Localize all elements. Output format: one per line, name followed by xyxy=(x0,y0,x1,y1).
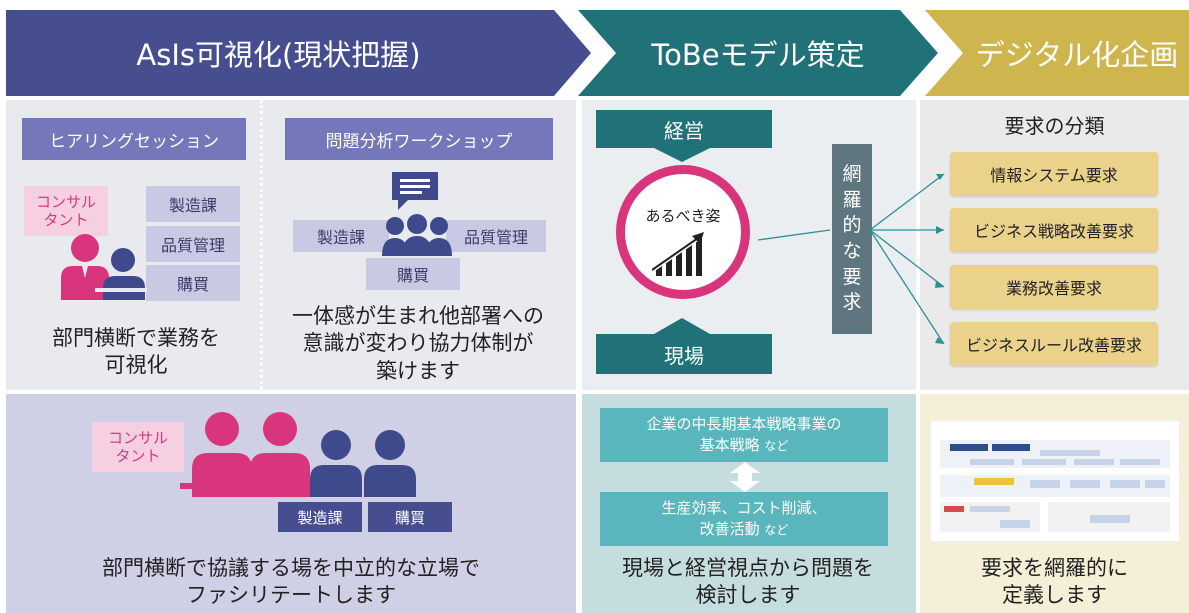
group-people-icon xyxy=(382,214,452,256)
bottom-dept-manufacturing: 製造課 xyxy=(278,502,362,532)
facilitation-people-icon xyxy=(180,412,416,497)
digital-bottom-caption-line1: 要求を網羅的に xyxy=(981,556,1128,580)
dept-purchasing: 購買 xyxy=(146,265,240,301)
workshop-title: 問題分析ワークショップ xyxy=(285,118,553,160)
requirement-business-rules: ビジネスルール改善要求 xyxy=(950,322,1158,366)
digital-bottom-caption: 要求を網羅的に 定義します xyxy=(920,555,1189,610)
field-box: 現場 xyxy=(596,334,772,374)
bottom-dept-purchasing: 購買 xyxy=(368,502,452,532)
header-step-asis-label: AsIs可視化(現状把握) xyxy=(136,38,421,72)
vertical-char: 羅 xyxy=(842,188,862,211)
bottom-consultant-label: コンサル タント xyxy=(92,422,184,472)
chat-bubble-icon xyxy=(392,172,438,210)
strategy-line2-text: 基本戦略 xyxy=(699,436,760,454)
operations-line1: 生産効率、コスト削減、 xyxy=(661,499,827,517)
strategy-suffix: など xyxy=(764,439,789,453)
hearing-caption: 部門横断で業務を 可視化 xyxy=(16,325,256,380)
asis-divider xyxy=(260,100,263,390)
header-step-digital: デジタル化企画 xyxy=(925,10,1189,96)
workshop-dept-manufacturing: 製造課 xyxy=(293,220,389,252)
asis-bottom-caption-line1: 部門横断で協議する場を中立的な立場で xyxy=(102,556,480,580)
vertical-char: 網 xyxy=(842,163,862,186)
double-arrow-icon xyxy=(730,462,760,492)
asis-bottom-caption-line2: ファシリテートします xyxy=(186,583,396,608)
operations-box: 生産効率、コスト削減、 改善活動 など xyxy=(600,492,888,546)
requirement-operations: 業務改善要求 xyxy=(950,265,1158,309)
comprehensive-requirements-label: 網 羅 的 な 要 求 xyxy=(832,144,872,334)
vertical-char: な xyxy=(842,240,862,262)
strategy-line2: 基本戦略 など xyxy=(700,435,789,456)
workshop-caption-line3: 築けます xyxy=(376,358,460,383)
strategy-line1: 企業の中長期基本戦略事業の xyxy=(646,415,842,433)
header-step-digital-label: デジタル化企画 xyxy=(975,38,1179,72)
requirement-business-strategy: ビジネス戦略改善要求 xyxy=(950,208,1158,252)
meeting-people-icon xyxy=(61,234,147,300)
tobe-bottom-caption-line1: 現場と経営視点から問題を xyxy=(622,556,874,580)
tobe-bottom-caption: 現場と経営視点から問題を 検討します xyxy=(588,555,908,610)
workshop-dept-quality: 品質管理 xyxy=(446,220,546,252)
operations-line2: 改善活動 など xyxy=(700,519,789,540)
arrow-down-icon xyxy=(654,148,710,162)
ideal-state-circle xyxy=(616,165,750,299)
management-box: 経営 xyxy=(596,110,772,148)
digital-bottom-caption-line2: 定義します xyxy=(1002,583,1107,608)
workshop-caption-line1: 一体感が生まれ他部署への xyxy=(292,304,544,328)
vertical-char: 要 xyxy=(842,265,862,288)
workshop-dept-purchasing: 購買 xyxy=(366,258,460,290)
requirements-connector-lines xyxy=(757,173,945,345)
requirements-document-thumbnail xyxy=(930,420,1180,542)
header-step-asis: AsIs可視化(現状把握) xyxy=(6,10,591,96)
tobe-bottom-caption-line2: 検討します xyxy=(695,583,801,608)
workshop-caption: 一体感が生まれ他部署への 意識が変わり協力体制が 築けます xyxy=(268,303,568,385)
arrow-up-icon xyxy=(654,318,710,334)
hearing-caption-line1: 部門横断で業務を xyxy=(52,326,220,350)
ideal-state-label: あるべき姿 xyxy=(645,207,721,225)
dept-quality: 品質管理 xyxy=(146,226,240,262)
hearing-caption-line2: 可視化 xyxy=(104,353,168,378)
asis-bottom-caption: 部門横断で協議する場を中立的な立場で ファシリテートします xyxy=(16,555,566,610)
hearing-session-title: ヒアリングセッション xyxy=(22,118,246,160)
operations-suffix: など xyxy=(764,523,789,537)
operations-line2-text: 改善活動 xyxy=(699,520,760,538)
growth-chart-icon xyxy=(652,232,704,276)
strategy-box: 企業の中長期基本戦略事業の 基本戦略 など xyxy=(600,408,888,462)
header-step-tobe: ToBeモデル策定 xyxy=(578,10,938,96)
requirements-classification-title: 要求の分類 xyxy=(1004,114,1105,138)
vertical-char: 的 xyxy=(842,214,862,237)
header-step-tobe-label: ToBeモデル策定 xyxy=(651,38,865,72)
requirement-info-system: 情報システム要求 xyxy=(950,152,1158,196)
vertical-char: 求 xyxy=(842,291,862,314)
consultant-label: コンサル タント xyxy=(24,186,108,236)
workshop-caption-line2: 意識が変わり協力体制が xyxy=(302,331,534,356)
dept-manufacturing: 製造課 xyxy=(146,186,240,222)
